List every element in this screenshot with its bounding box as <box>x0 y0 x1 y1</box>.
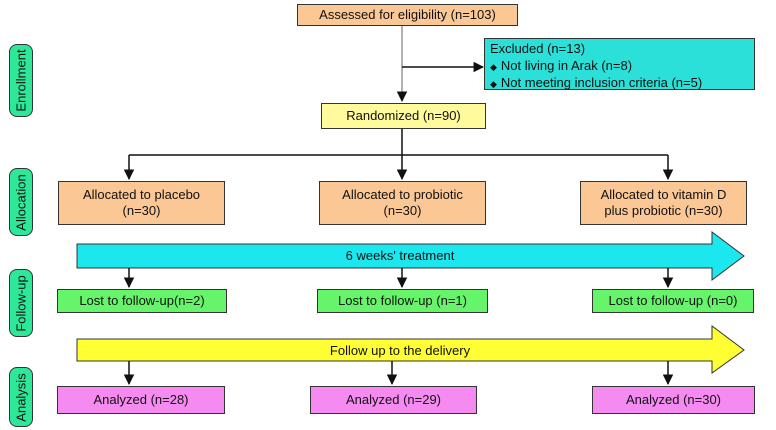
allocated-probiotic-box: Allocated to probiotic (n=30) <box>319 181 486 225</box>
phase-enrollment-label: Enrollment <box>13 49 29 112</box>
randomized-box: Randomized (n=90) <box>321 103 486 129</box>
excluded-item: ◆Not meeting inclusion criteria (n=5) <box>490 75 702 92</box>
phase-follow-up: Follow-up <box>9 269 33 337</box>
allocated-probiotic-line2: (n=30) <box>383 203 422 218</box>
allocated-placebo-box: Allocated to placebo (n=30) <box>58 181 225 225</box>
treatment-arrow <box>76 231 745 281</box>
bullet-icon: ◆ <box>490 78 497 89</box>
excluded-title: Excluded (n=13) <box>490 41 586 56</box>
allocated-vitd-line2: plus probiotic (n=30) <box>604 203 723 218</box>
phase-enrollment: Enrollment <box>9 44 33 117</box>
phase-allocation: Allocation <box>9 168 33 236</box>
excluded-item-label: Not meeting inclusion criteria (n=5) <box>500 74 703 90</box>
delivery-arrow <box>76 325 745 374</box>
allocated-probiotic-line1: Allocated to probiotic <box>342 186 463 202</box>
phase-follow-up-label: Follow-up <box>13 274 29 332</box>
excluded-item: ◆Not living in Arak (n=8) <box>490 58 632 75</box>
excluded-box: Excluded (n=13) ◆Not living in Arak (n=8… <box>484 38 755 90</box>
bullet-icon: ◆ <box>490 61 497 72</box>
analyzed-vitd-box: Analyzed (n=30) <box>592 386 755 414</box>
lost-placebo-box: Lost to follow-up(n=2) <box>57 289 227 313</box>
treatment-label: 6 weeks' treatment <box>345 248 455 263</box>
allocated-placebo-line1: Allocated to placebo <box>82 186 201 202</box>
allocated-placebo-line2: (n=30) <box>122 203 161 218</box>
analyzed-probiotic-box: Analyzed (n=29) <box>310 386 477 414</box>
analyzed-placebo-box: Analyzed (n=28) <box>57 386 225 414</box>
assessed-box: Assessed for eligibility (n=103) <box>297 4 518 26</box>
lost-vitd-box: Lost to follow-up (n=0) <box>592 289 754 313</box>
delivery-label: Follow up to the delivery <box>329 343 471 358</box>
phase-analysis: Analysis <box>9 367 33 427</box>
lost-probiotic-box: Lost to follow-up (n=1) <box>317 289 488 313</box>
phase-analysis-label: Analysis <box>13 372 29 422</box>
phase-allocation-label: Allocation <box>13 173 29 231</box>
allocated-vitd-line1: Allocated to vitamin D <box>600 186 727 202</box>
allocated-vitd-box: Allocated to vitamin D plus probiotic (n… <box>580 181 747 225</box>
excluded-item-label: Not living in Arak (n=8) <box>500 57 633 73</box>
